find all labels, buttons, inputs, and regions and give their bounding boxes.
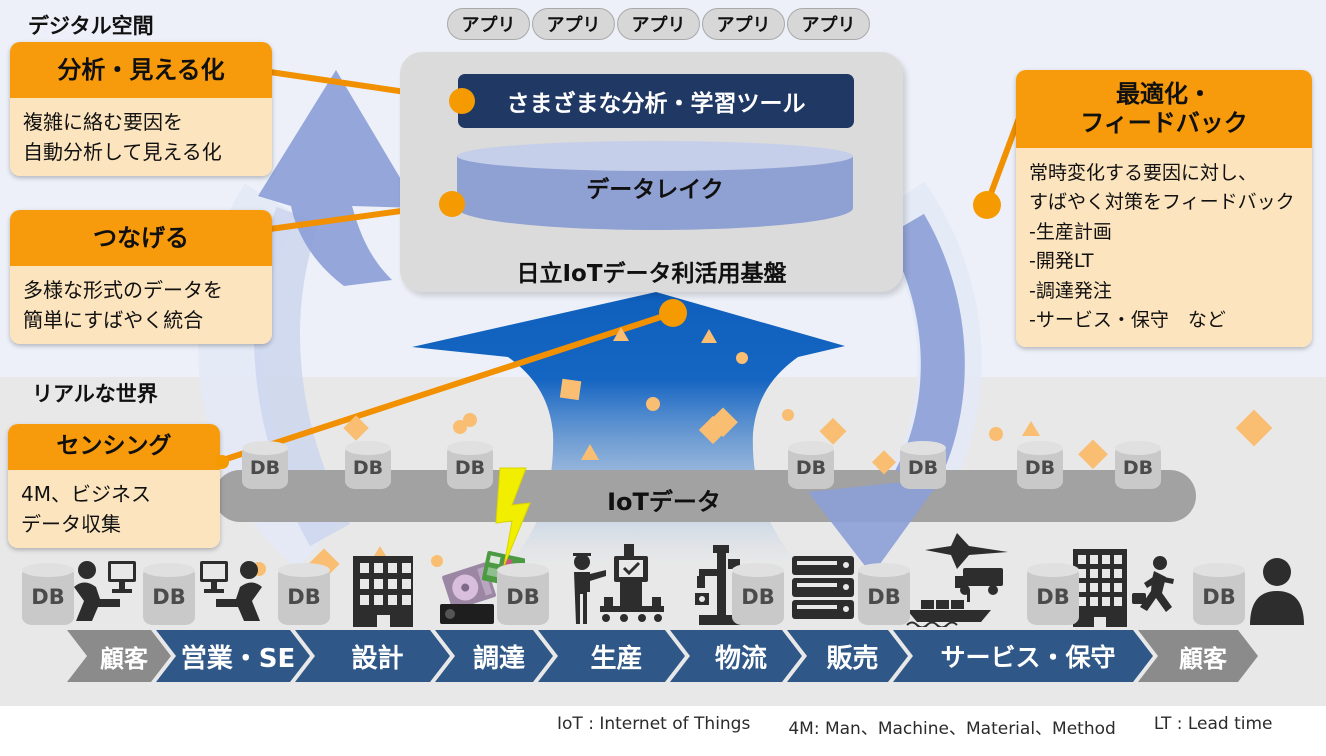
optimize-callout: 最適化・ フィードバック 常時変化する要因に対し、 すばやく対策をフィードバック… xyxy=(1016,70,1312,347)
optimize-callout-title: 最適化・ フィードバック xyxy=(1016,70,1312,148)
sensing-callout: センシング 4M、ビジネス データ収集 xyxy=(8,424,220,548)
office-building-icon xyxy=(352,552,414,627)
sensing-callout-title: センシング xyxy=(8,424,220,470)
db-cylinder: DB xyxy=(1193,563,1245,625)
db-cylinder: DB xyxy=(345,441,391,489)
analysis-callout-body: 複雑に絡む要因を 自動分析して見える化 xyxy=(10,98,272,176)
process-step-sales: 販売 xyxy=(787,630,908,682)
running-salesperson-icon xyxy=(1130,555,1180,625)
connect-callout: つなげる 多様な形式のデータを 簡単にすばやく統合 xyxy=(10,210,272,344)
process-step-procurement: 調達 xyxy=(435,630,553,682)
sensing-callout-body: 4M、ビジネス データ収集 xyxy=(8,470,220,548)
person-at-computer-icon xyxy=(198,557,268,627)
iot-data-bar-label: IoTデータ xyxy=(607,488,721,516)
app-chip: アプリ xyxy=(787,8,870,40)
process-step-logistics: 物流 xyxy=(670,630,802,682)
fourm-note: 4M: Man、Machine、Material、Method xyxy=(788,719,1116,739)
hitachi-iot-platform-panel: さまざまな分析・学習ツール データレイク 日立IoTデータ利活用基盤 xyxy=(400,52,903,292)
db-cylinder: DB xyxy=(278,563,330,625)
footer-notes: IoT : Internet of Things 4M: Man、Machine… xyxy=(557,714,1273,739)
iot-note: IoT : Internet of Things xyxy=(557,714,751,734)
process-step-production: 生産 xyxy=(538,630,685,682)
db-cylinder: DB xyxy=(143,563,195,625)
db-cylinder: DB xyxy=(1027,563,1079,625)
app-chip: アプリ xyxy=(702,8,785,40)
customer-person-icon xyxy=(1248,557,1306,625)
connect-callout-body: 多様な形式のデータを 簡単にすばやく統合 xyxy=(10,266,272,344)
data-lake-label: データレイク xyxy=(586,177,724,203)
platform-caption: 日立IoTデータ利活用基盤 xyxy=(516,261,787,287)
server-rack-icon xyxy=(792,556,854,621)
person-at-computer-icon xyxy=(68,557,138,627)
connect-callout-title: つなげる xyxy=(10,210,272,266)
process-step-sales-se: 営業・SE xyxy=(156,630,310,682)
data-lake-cylinder: データレイク xyxy=(457,141,853,230)
db-cylinder: DB xyxy=(1017,441,1063,489)
analysis-tools-box: さまざまな分析・学習ツール xyxy=(458,74,854,128)
lt-note: LT : Lead time xyxy=(1153,714,1273,734)
footer-band xyxy=(0,706,1326,756)
optimize-callout-body: 常時変化する要因に対し、 すばやく対策をフィードバック -生産計画 -開発LT … xyxy=(1016,148,1312,347)
db-cylinder: DB xyxy=(732,563,784,625)
db-cylinder: DB xyxy=(900,441,946,489)
db-cylinder: DB xyxy=(447,441,493,489)
db-cylinder: DB xyxy=(22,563,74,625)
up-arrow-swirl-icon xyxy=(258,70,418,286)
db-cylinder: DB xyxy=(858,563,910,625)
process-step-customer: 顧客 xyxy=(1138,630,1258,682)
app-chip: アプリ xyxy=(532,8,615,40)
analysis-callout: 分析・見える化 複雑に絡む要因を 自動分析して見える化 xyxy=(10,42,272,176)
hdd-and-circuit-board-icon xyxy=(440,548,525,628)
digital-space-heading: デジタル空間 xyxy=(28,14,154,38)
db-cylinder: DB xyxy=(242,441,288,489)
factory-worker-icon xyxy=(568,542,668,627)
plane-truck-ship-icon xyxy=(905,532,1010,627)
headquarters-building-icon xyxy=(1072,547,1128,627)
process-step-service-maintenance: サービス・保守 xyxy=(893,630,1153,682)
db-cylinder: DB xyxy=(497,563,549,625)
real-world-heading: リアルな世界 xyxy=(32,382,158,406)
app-chip: アプリ xyxy=(617,8,700,40)
app-chip: アプリ xyxy=(447,8,530,40)
db-cylinder: DB xyxy=(1115,441,1161,489)
analysis-callout-title: 分析・見える化 xyxy=(10,42,272,98)
db-cylinder: DB xyxy=(788,441,834,489)
process-step-design: 設計 xyxy=(295,630,450,682)
